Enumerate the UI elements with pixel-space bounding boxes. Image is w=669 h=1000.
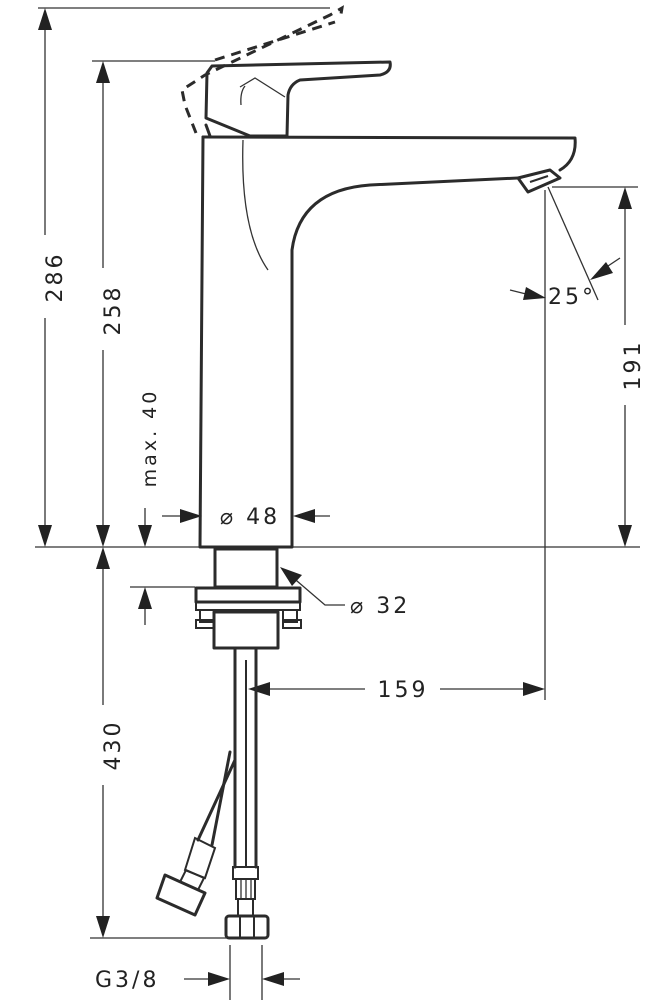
- dimension-max-deck: max. 40: [138, 389, 161, 625]
- aerator-angle-label: 25°: [548, 285, 596, 310]
- dimension-connection-thread: G3/8: [95, 968, 300, 993]
- dimension-spout-reach: 159: [248, 678, 545, 703]
- spout-height-label: 191: [621, 340, 646, 391]
- spout-reach-label: 159: [378, 678, 429, 703]
- handle-height-label: 258: [101, 285, 126, 336]
- dimension-body-diameter: ⌀ 48: [162, 505, 330, 530]
- supply-hoses: [155, 646, 270, 940]
- dimension-spout-height: 191: [618, 187, 646, 547]
- max-deck-label: max. 40: [139, 389, 161, 488]
- reference-lines: [35, 7, 640, 1000]
- dimension-aerator-angle: 25°: [509, 186, 621, 310]
- dimension-handle-height: 258: [96, 61, 126, 547]
- faucet-body: [180, 5, 577, 549]
- dimension-total-height: 286: [38, 8, 68, 547]
- dimension-shank-diameter: ⌀ 32: [280, 567, 410, 619]
- connection-thread-label: G3/8: [95, 968, 159, 993]
- faucet-shank: [194, 547, 302, 650]
- total-height-label: 286: [43, 252, 68, 303]
- hose-length-label: 430: [101, 720, 126, 771]
- dimension-hose-length: 430: [96, 547, 126, 938]
- shank-diameter-label: ⌀ 32: [350, 594, 410, 619]
- body-diameter-label: ⌀ 48: [220, 505, 280, 530]
